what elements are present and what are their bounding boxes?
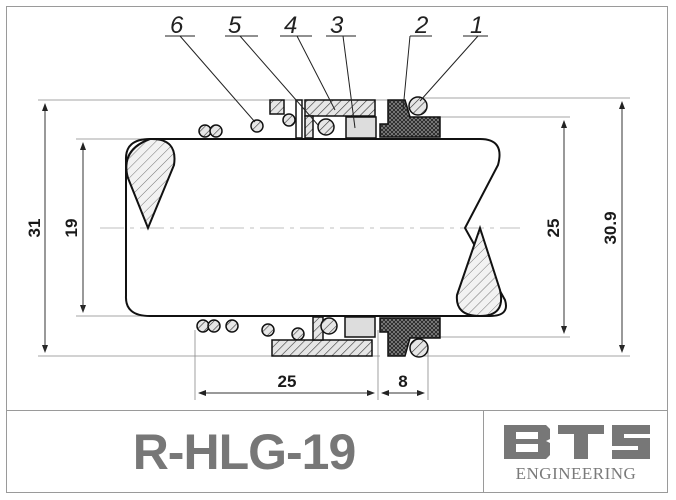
dim-length-main: 25 (278, 372, 297, 391)
bellows-lobe-left (125, 137, 176, 231)
dim-outer-left: 31 (25, 219, 44, 238)
drawing-frame (6, 6, 668, 493)
label-part-5: 5 (228, 12, 242, 39)
label-part-2: 2 (414, 12, 428, 39)
dim-outer-right: 30.9 (601, 211, 620, 244)
label-part-6: 6 (170, 12, 184, 39)
top-assembly (198, 96, 441, 139)
logo-subtitle: ENGINEERING (515, 464, 637, 483)
dim-inner-left: 19 (62, 219, 81, 238)
bottom-assembly (196, 316, 441, 358)
dim-length-seat: 8 (398, 372, 407, 391)
bellows-body (124, 138, 507, 317)
label-part-4: 4 (284, 12, 297, 39)
dim-inner-right: 25 (544, 219, 563, 238)
logo-cell: ENGINEERING (483, 411, 668, 493)
bellows-lobe-right (455, 224, 502, 318)
model-title: R-HLG-19 (132, 424, 357, 480)
title-block: R-HLG-19 ENGINEERING (6, 410, 668, 493)
label-part-1: 1 (470, 12, 483, 39)
bts-logo-icon (504, 425, 650, 459)
title-cell: R-HLG-19 (6, 411, 482, 493)
label-part-3: 3 (330, 12, 344, 39)
